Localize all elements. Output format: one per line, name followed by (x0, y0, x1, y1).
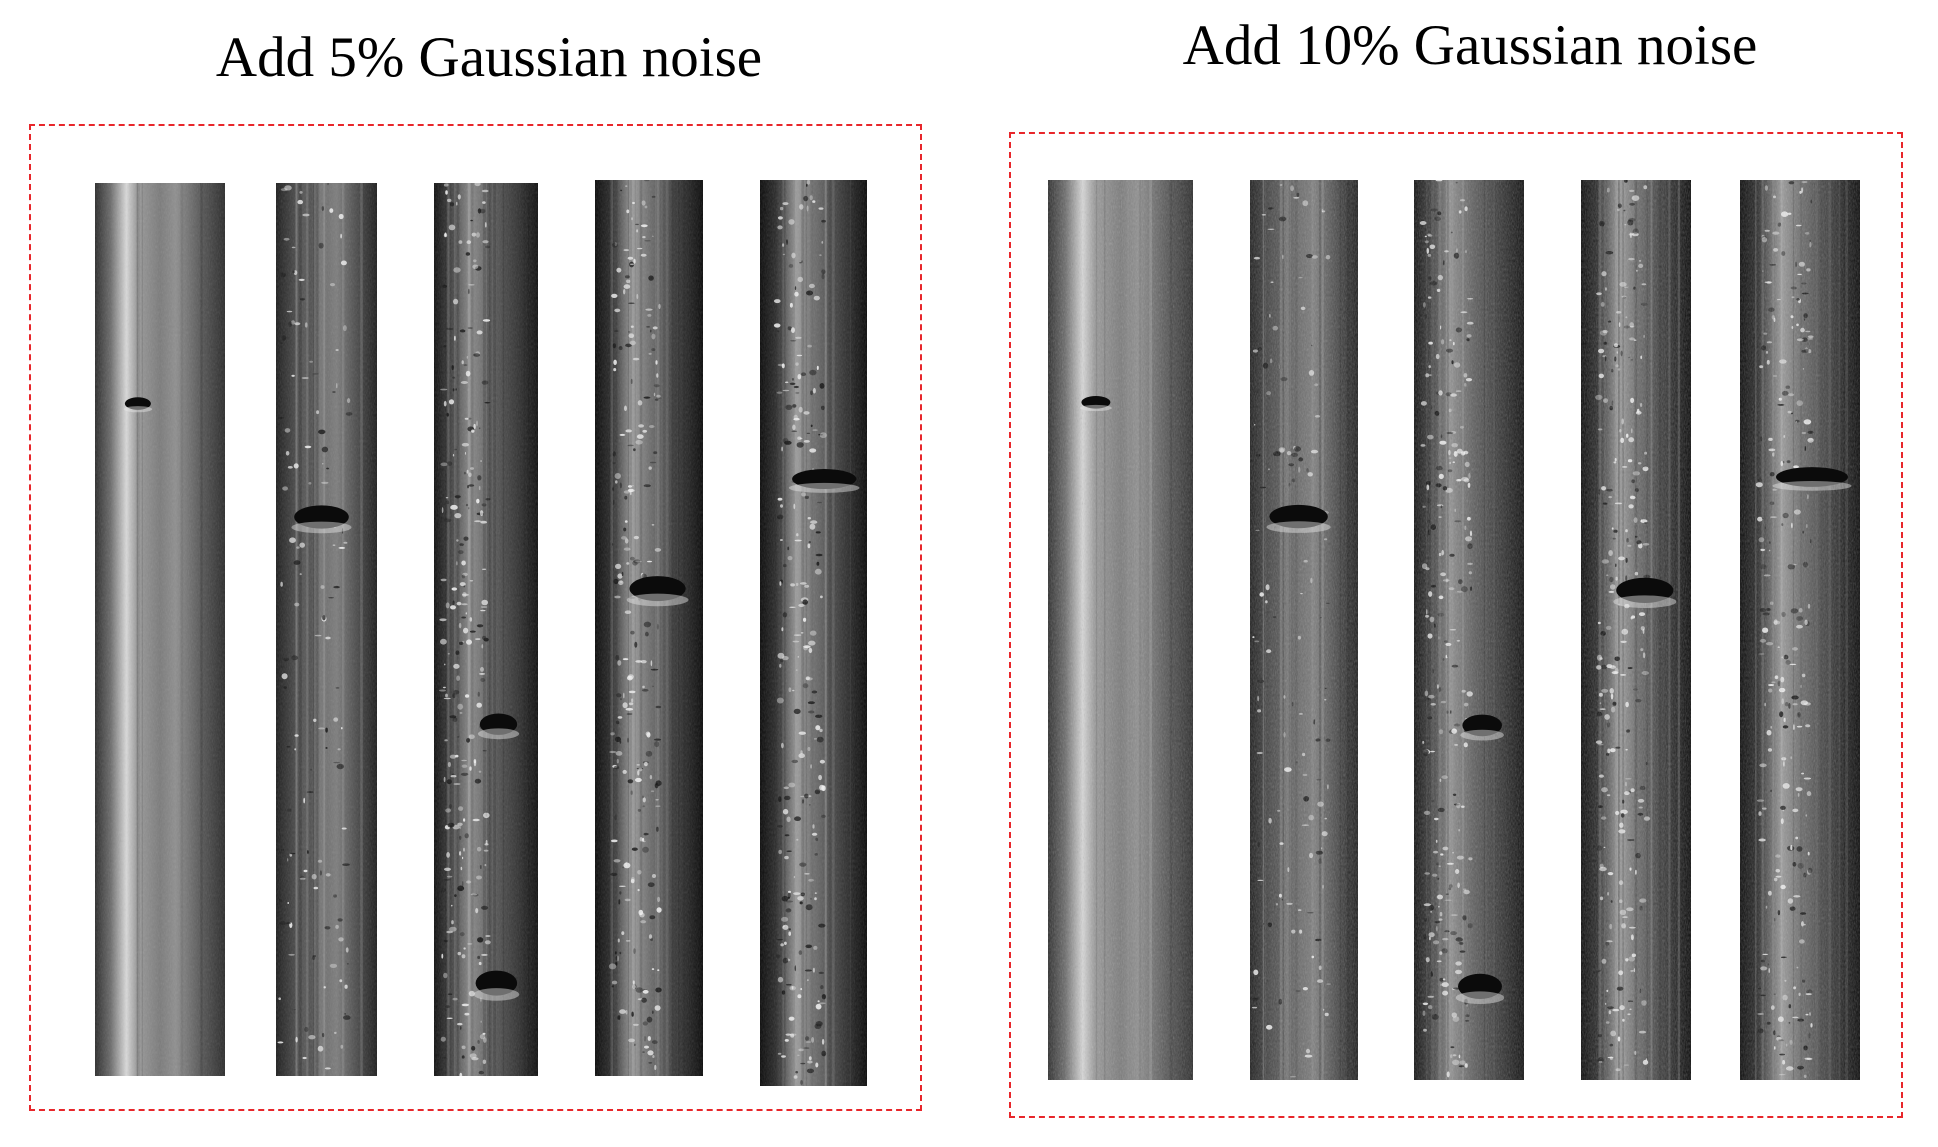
strip-5pct-4 (595, 180, 703, 1076)
strip-10pct-3 (1414, 180, 1524, 1080)
gaussian-noise-overlay (1414, 180, 1524, 1080)
gaussian-noise-overlay (95, 183, 225, 1076)
gaussian-noise-overlay (434, 183, 538, 1076)
defect-hole (1081, 396, 1111, 409)
defect-rim (473, 988, 520, 1001)
defect-rim (477, 728, 520, 740)
defect-hole (475, 970, 518, 996)
strip-5pct-1 (95, 183, 225, 1076)
strip-5pct-2 (276, 183, 377, 1076)
defect-rim (123, 406, 153, 413)
defect-rim (1079, 404, 1112, 412)
panel-5pct (29, 124, 922, 1111)
defect-rim (1460, 729, 1504, 741)
gaussian-noise-overlay (1048, 180, 1193, 1080)
title-10pct: Add 10% Gaussian noise (1182, 14, 1758, 77)
defect-hole (1616, 577, 1674, 603)
title-5pct: Add 5% Gaussian noise (215, 26, 763, 89)
defect-hole (1269, 504, 1328, 529)
gaussian-noise-overlay (595, 180, 703, 1076)
gaussian-noise-overlay (1250, 180, 1358, 1080)
gaussian-noise-overlay (760, 180, 867, 1086)
defect-hole (479, 713, 518, 735)
gaussian-noise-overlay (1740, 180, 1860, 1080)
defect-rim (291, 521, 352, 534)
defect-hole (1458, 973, 1502, 1000)
strip-5pct-5 (760, 180, 867, 1086)
defect-rim (788, 482, 860, 493)
strip-5pct-3 (434, 183, 538, 1076)
defect-hole (1776, 467, 1848, 487)
defect-hole (792, 469, 857, 489)
defect-rim (1455, 991, 1505, 1004)
strip-10pct-4 (1581, 180, 1691, 1080)
gaussian-noise-overlay (276, 183, 377, 1076)
gaussian-noise-overlay (1581, 180, 1691, 1080)
strip-10pct-5 (1740, 180, 1860, 1080)
strip-10pct-2 (1250, 180, 1358, 1080)
panel-10pct (1009, 132, 1903, 1118)
defect-hole (1462, 714, 1502, 737)
defect-hole (124, 397, 151, 410)
defect-rim (1613, 595, 1677, 608)
defect-rim (1772, 481, 1852, 491)
defect-hole (629, 576, 686, 602)
strip-10pct-1 (1048, 180, 1193, 1080)
defect-hole (294, 505, 349, 529)
defect-rim (1266, 521, 1331, 533)
defect-rim (626, 593, 689, 607)
